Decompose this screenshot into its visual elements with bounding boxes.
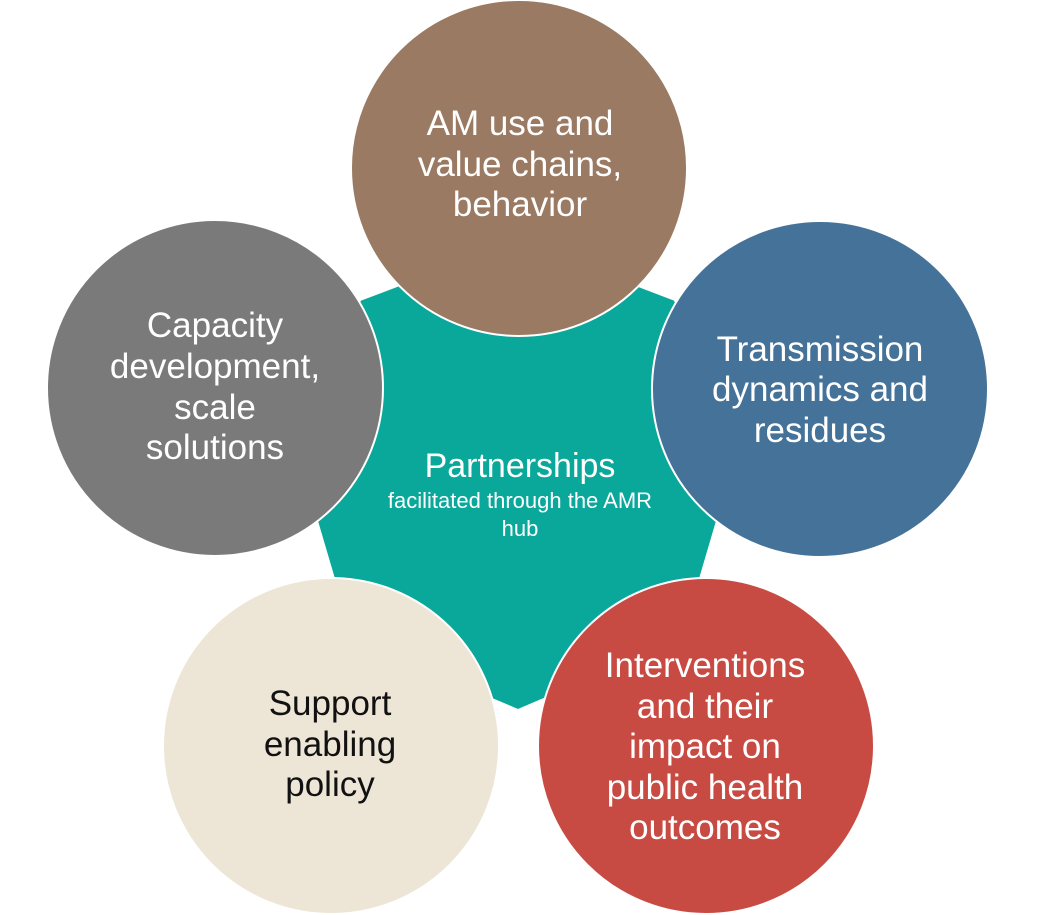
circle-policy (162, 577, 500, 915)
circle-interventions (537, 577, 875, 915)
circle-transmission (651, 220, 989, 558)
circle-am-use (350, 0, 688, 337)
circle-capacity (46, 219, 384, 557)
